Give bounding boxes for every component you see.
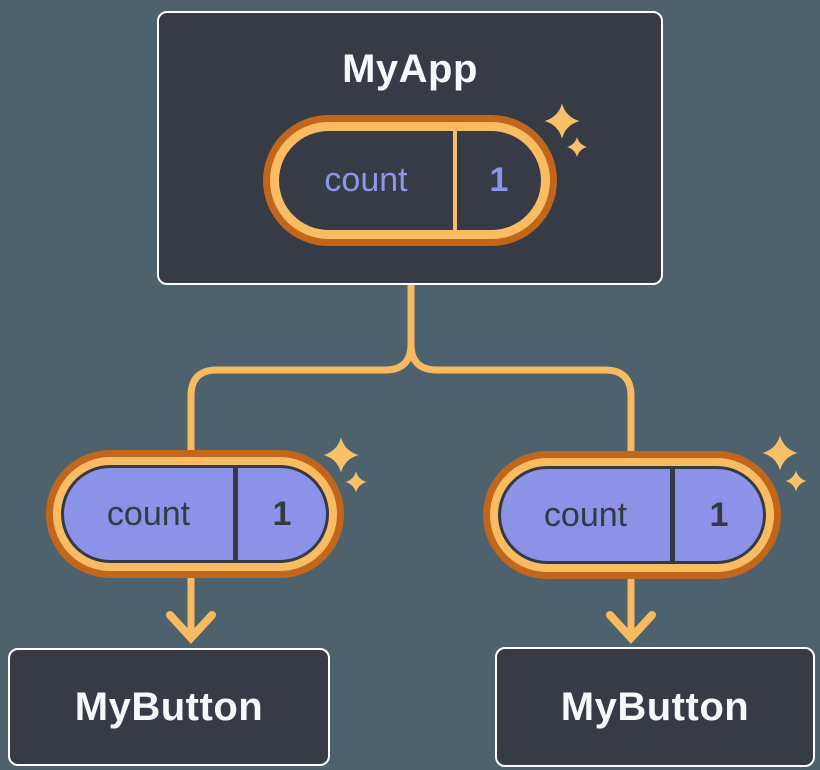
pill-divider xyxy=(453,131,457,230)
root-component-card: MyApp count 1 xyxy=(157,11,663,285)
state-value-label: 1 xyxy=(709,495,729,534)
pill-divider xyxy=(233,468,238,560)
root-state-pill-ring: count 1 xyxy=(270,122,550,239)
right-prop-pill: count 1 xyxy=(483,451,781,579)
right-prop-pill-core: count 1 xyxy=(498,466,766,564)
arrow-down-icon xyxy=(606,611,656,644)
arrow-down-icon xyxy=(166,611,216,644)
state-value-label: 1 xyxy=(489,161,509,199)
right-child-component-title: MyButton xyxy=(560,685,750,729)
root-component-title: MyApp xyxy=(342,47,478,91)
root-state-pill: count 1 xyxy=(263,115,557,246)
right-prop-pill-ring: count 1 xyxy=(490,458,774,572)
left-prop-pill: count 1 xyxy=(46,450,344,578)
right-child-component-card: MyButton xyxy=(495,647,815,767)
state-value-label: 1 xyxy=(272,494,292,533)
root-state-pill-core: count 1 xyxy=(279,131,541,230)
state-name-label: count xyxy=(324,161,408,199)
branch-line-right xyxy=(407,285,635,638)
state-name-label: count xyxy=(106,494,191,533)
left-child-component-card: MyButton xyxy=(8,648,330,766)
left-child-component-title: MyButton xyxy=(74,685,264,729)
left-prop-pill-core: count 1 xyxy=(61,465,329,563)
pill-divider xyxy=(670,469,675,561)
left-prop-pill-ring: count 1 xyxy=(53,457,337,571)
state-name-label: count xyxy=(543,495,628,534)
